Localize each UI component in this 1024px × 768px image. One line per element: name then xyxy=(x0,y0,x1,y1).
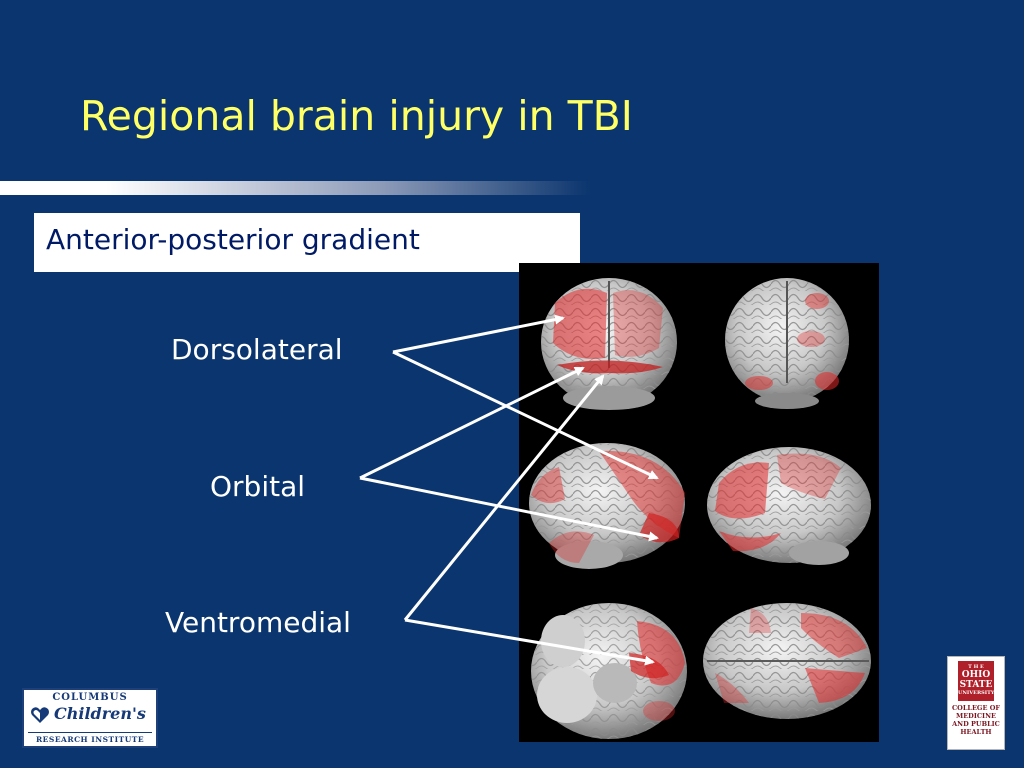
label-dorsolateral: Dorsolateral xyxy=(171,333,343,366)
seal-state: STATE xyxy=(959,680,993,690)
college-line-3: AND PUBLIC xyxy=(952,720,1000,728)
columbus-childrens-logo: COLUMBUS Children's RESEARCH INSTITUTE xyxy=(22,688,158,748)
ohio-state-logo: T H E OHIO STATE UNIVERSITY COLLEGE OF M… xyxy=(947,656,1005,750)
brain-renderings xyxy=(529,278,871,739)
subtitle-box: Anterior-posterior gradient xyxy=(34,213,580,272)
college-line-4: HEALTH xyxy=(960,728,992,736)
ohio-state-college-text: COLLEGE OF MEDICINE AND PUBLIC HEALTH xyxy=(948,704,1004,736)
seal-the: T H E xyxy=(968,664,984,670)
logo-left-divider xyxy=(28,732,152,733)
seal-ohio: OHIO xyxy=(961,670,991,680)
brain-back-view xyxy=(725,278,849,409)
brain-image-panel xyxy=(519,263,879,742)
logo-left-bottom-text: RESEARCH INSTITUTE xyxy=(35,735,145,744)
label-ventromedial: Ventromedial xyxy=(165,606,351,639)
slide-title: Regional brain injury in TBI xyxy=(80,92,633,140)
college-line-1: COLLEGE OF xyxy=(952,704,1000,712)
brain-inferior-view xyxy=(531,603,687,739)
college-line-2: MEDICINE xyxy=(956,712,996,720)
subtitle-text: Anterior-posterior gradient xyxy=(46,223,420,256)
logo-left-top-text: COLUMBUS xyxy=(52,692,128,703)
title-divider xyxy=(0,181,590,195)
logo-left-middle-text: Children's xyxy=(54,704,146,723)
brain-superior-view xyxy=(703,603,871,719)
brain-front-view xyxy=(541,278,677,410)
label-orbital: Orbital xyxy=(210,470,306,503)
brain-left-lateral-view xyxy=(529,443,685,569)
seal-university: UNIVERSITY xyxy=(958,690,995,696)
ohio-state-seal: T H E OHIO STATE UNIVERSITY xyxy=(958,661,994,701)
heart-icon xyxy=(31,707,49,723)
brain-right-lateral-view xyxy=(707,447,871,565)
